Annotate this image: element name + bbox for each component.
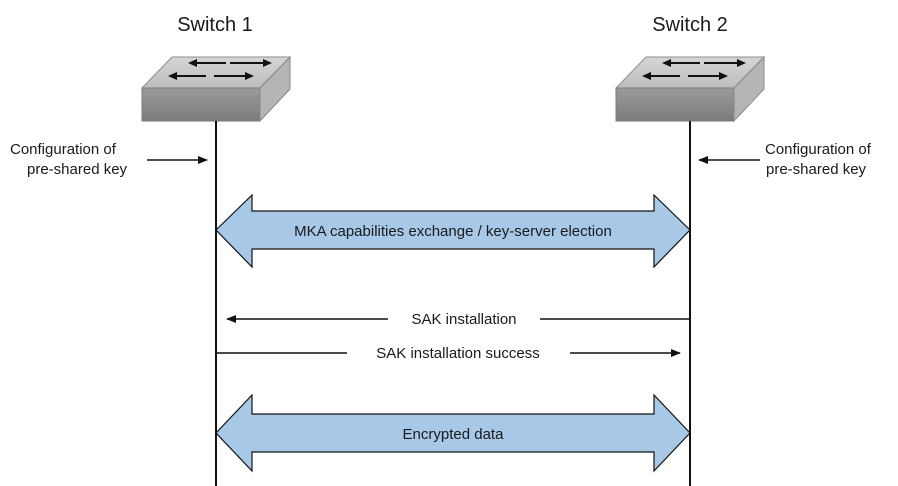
left-configuration-line-1: Configuration of [10,141,117,158]
mka-exchange-block-arrow: MKA capabilities exchange / key-server e… [215,193,691,269]
mka-exchange-label: MKA capabilities exchange / key-server e… [294,223,612,240]
switch-2-arrows-icon [642,59,746,80]
right-configuration-line-1: Configuration of [765,141,872,158]
switch-1-arrows-icon [168,59,272,80]
switch-2-icon [614,55,766,123]
switch-1-title: Switch 1 [177,14,253,36]
switch-1-icon [140,55,292,123]
left-configuration-line-2: pre-shared key [27,161,128,178]
sak-installation-success-message: SAK installation success [216,345,681,362]
right-configuration-line-2: pre-shared key [766,161,867,178]
switch-2-title: Switch 2 [652,14,728,36]
sak-installation-label: SAK installation [411,311,516,328]
encrypted-data-block-arrow: Encrypted data [215,393,691,473]
sak-installation-message: SAK installation [226,311,690,328]
sak-installation-success-label: SAK installation success [376,345,539,362]
encrypted-data-label: Encrypted data [403,426,505,443]
